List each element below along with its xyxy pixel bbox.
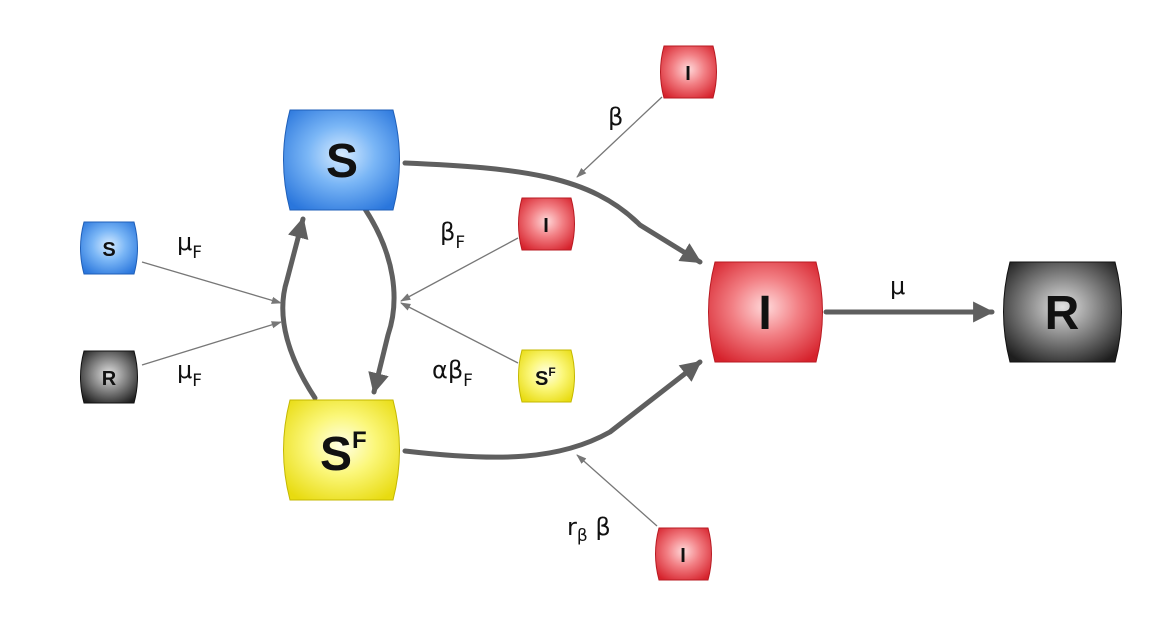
edge-sf-to-i <box>402 359 703 460</box>
node-sf-label: SF <box>320 427 367 481</box>
small-node-r-shape <box>80 350 138 404</box>
node-sf-letter: S <box>320 428 352 481</box>
node-s-label: S <box>326 135 358 188</box>
rate-mu-f-top-main: μ <box>177 228 192 256</box>
rate-mu-f-bottom-main: μ <box>177 356 192 384</box>
rate-mu-f-bottom-sub: F <box>192 371 202 391</box>
influence-arrows <box>141 96 663 527</box>
small-node-sf-sup: F <box>548 365 555 379</box>
small-node-s: S <box>80 221 138 275</box>
rate-r-beta-beta-main: β <box>588 513 611 541</box>
small-node-sf-letter: S <box>535 368 548 390</box>
main-flows <box>280 160 995 460</box>
rate-alpha-beta-f-sub: F <box>463 371 473 391</box>
edge-ibottom-influence <box>576 454 658 527</box>
edge-s-to-sf <box>362 206 397 395</box>
edge-imid-influence <box>400 237 519 302</box>
rate-mu-f-bottom: μF <box>177 356 202 391</box>
node-sf: SF <box>283 399 400 501</box>
rate-alpha-beta-f-main: αβ <box>432 356 463 384</box>
small-node-i-top-shape <box>660 45 717 99</box>
small-node-i-mid-label: I <box>543 215 549 237</box>
rate-mu-f-top-sub: F <box>192 243 202 263</box>
small-node-s-shape <box>80 221 138 275</box>
small-node-r-label: R <box>102 368 117 390</box>
edge-s-to-i <box>402 160 703 265</box>
rate-mu: μ <box>890 272 905 300</box>
edge-ssmall-influence <box>141 261 282 304</box>
node-i-shape <box>708 261 823 363</box>
small-node-sf-label: SF <box>535 365 556 390</box>
rate-mu-f-top: μF <box>177 228 202 263</box>
node-i-label: I <box>758 287 771 340</box>
node-r-label: R <box>1045 287 1080 340</box>
small-node-r: R <box>80 350 138 404</box>
node-r-shape <box>1003 261 1122 363</box>
rate-r-beta-beta-r: r <box>567 513 577 541</box>
node-sf-sup: F <box>352 427 367 454</box>
node-s: S <box>283 109 400 211</box>
edge-sfsmall-influence <box>400 302 519 364</box>
rate-beta-f-main: β <box>440 218 455 246</box>
rate-beta: β <box>608 103 623 131</box>
small-node-i-top: I <box>660 45 717 99</box>
rate-beta-f: βF <box>440 218 465 253</box>
small-node-i-mid-shape <box>518 197 575 251</box>
small-node-i-bottom-shape <box>655 527 712 581</box>
edge-sf-to-s <box>280 216 318 401</box>
small-node-sf: SF <box>518 349 575 403</box>
node-s-shape <box>283 109 400 211</box>
small-node-i-top-label: I <box>685 63 691 85</box>
edge-rsmall-influence <box>141 321 282 366</box>
small-node-sf-shape <box>518 349 575 403</box>
edge-itop-influence <box>576 96 663 178</box>
node-sf-shape <box>283 399 400 501</box>
rate-r-beta-beta: rβ β <box>567 513 611 546</box>
small-node-s-label: S <box>102 239 115 261</box>
small-node-i-bottom-label: I <box>680 545 686 567</box>
node-r: R <box>1003 261 1122 363</box>
small-node-i-bottom: I <box>655 527 712 581</box>
rate-r-beta-beta-sub: β <box>577 526 588 546</box>
node-i: I <box>708 261 823 363</box>
small-node-i-mid: I <box>518 197 575 251</box>
rate-beta-f-sub: F <box>455 233 465 253</box>
rate-alpha-beta-f: αβF <box>432 356 473 391</box>
